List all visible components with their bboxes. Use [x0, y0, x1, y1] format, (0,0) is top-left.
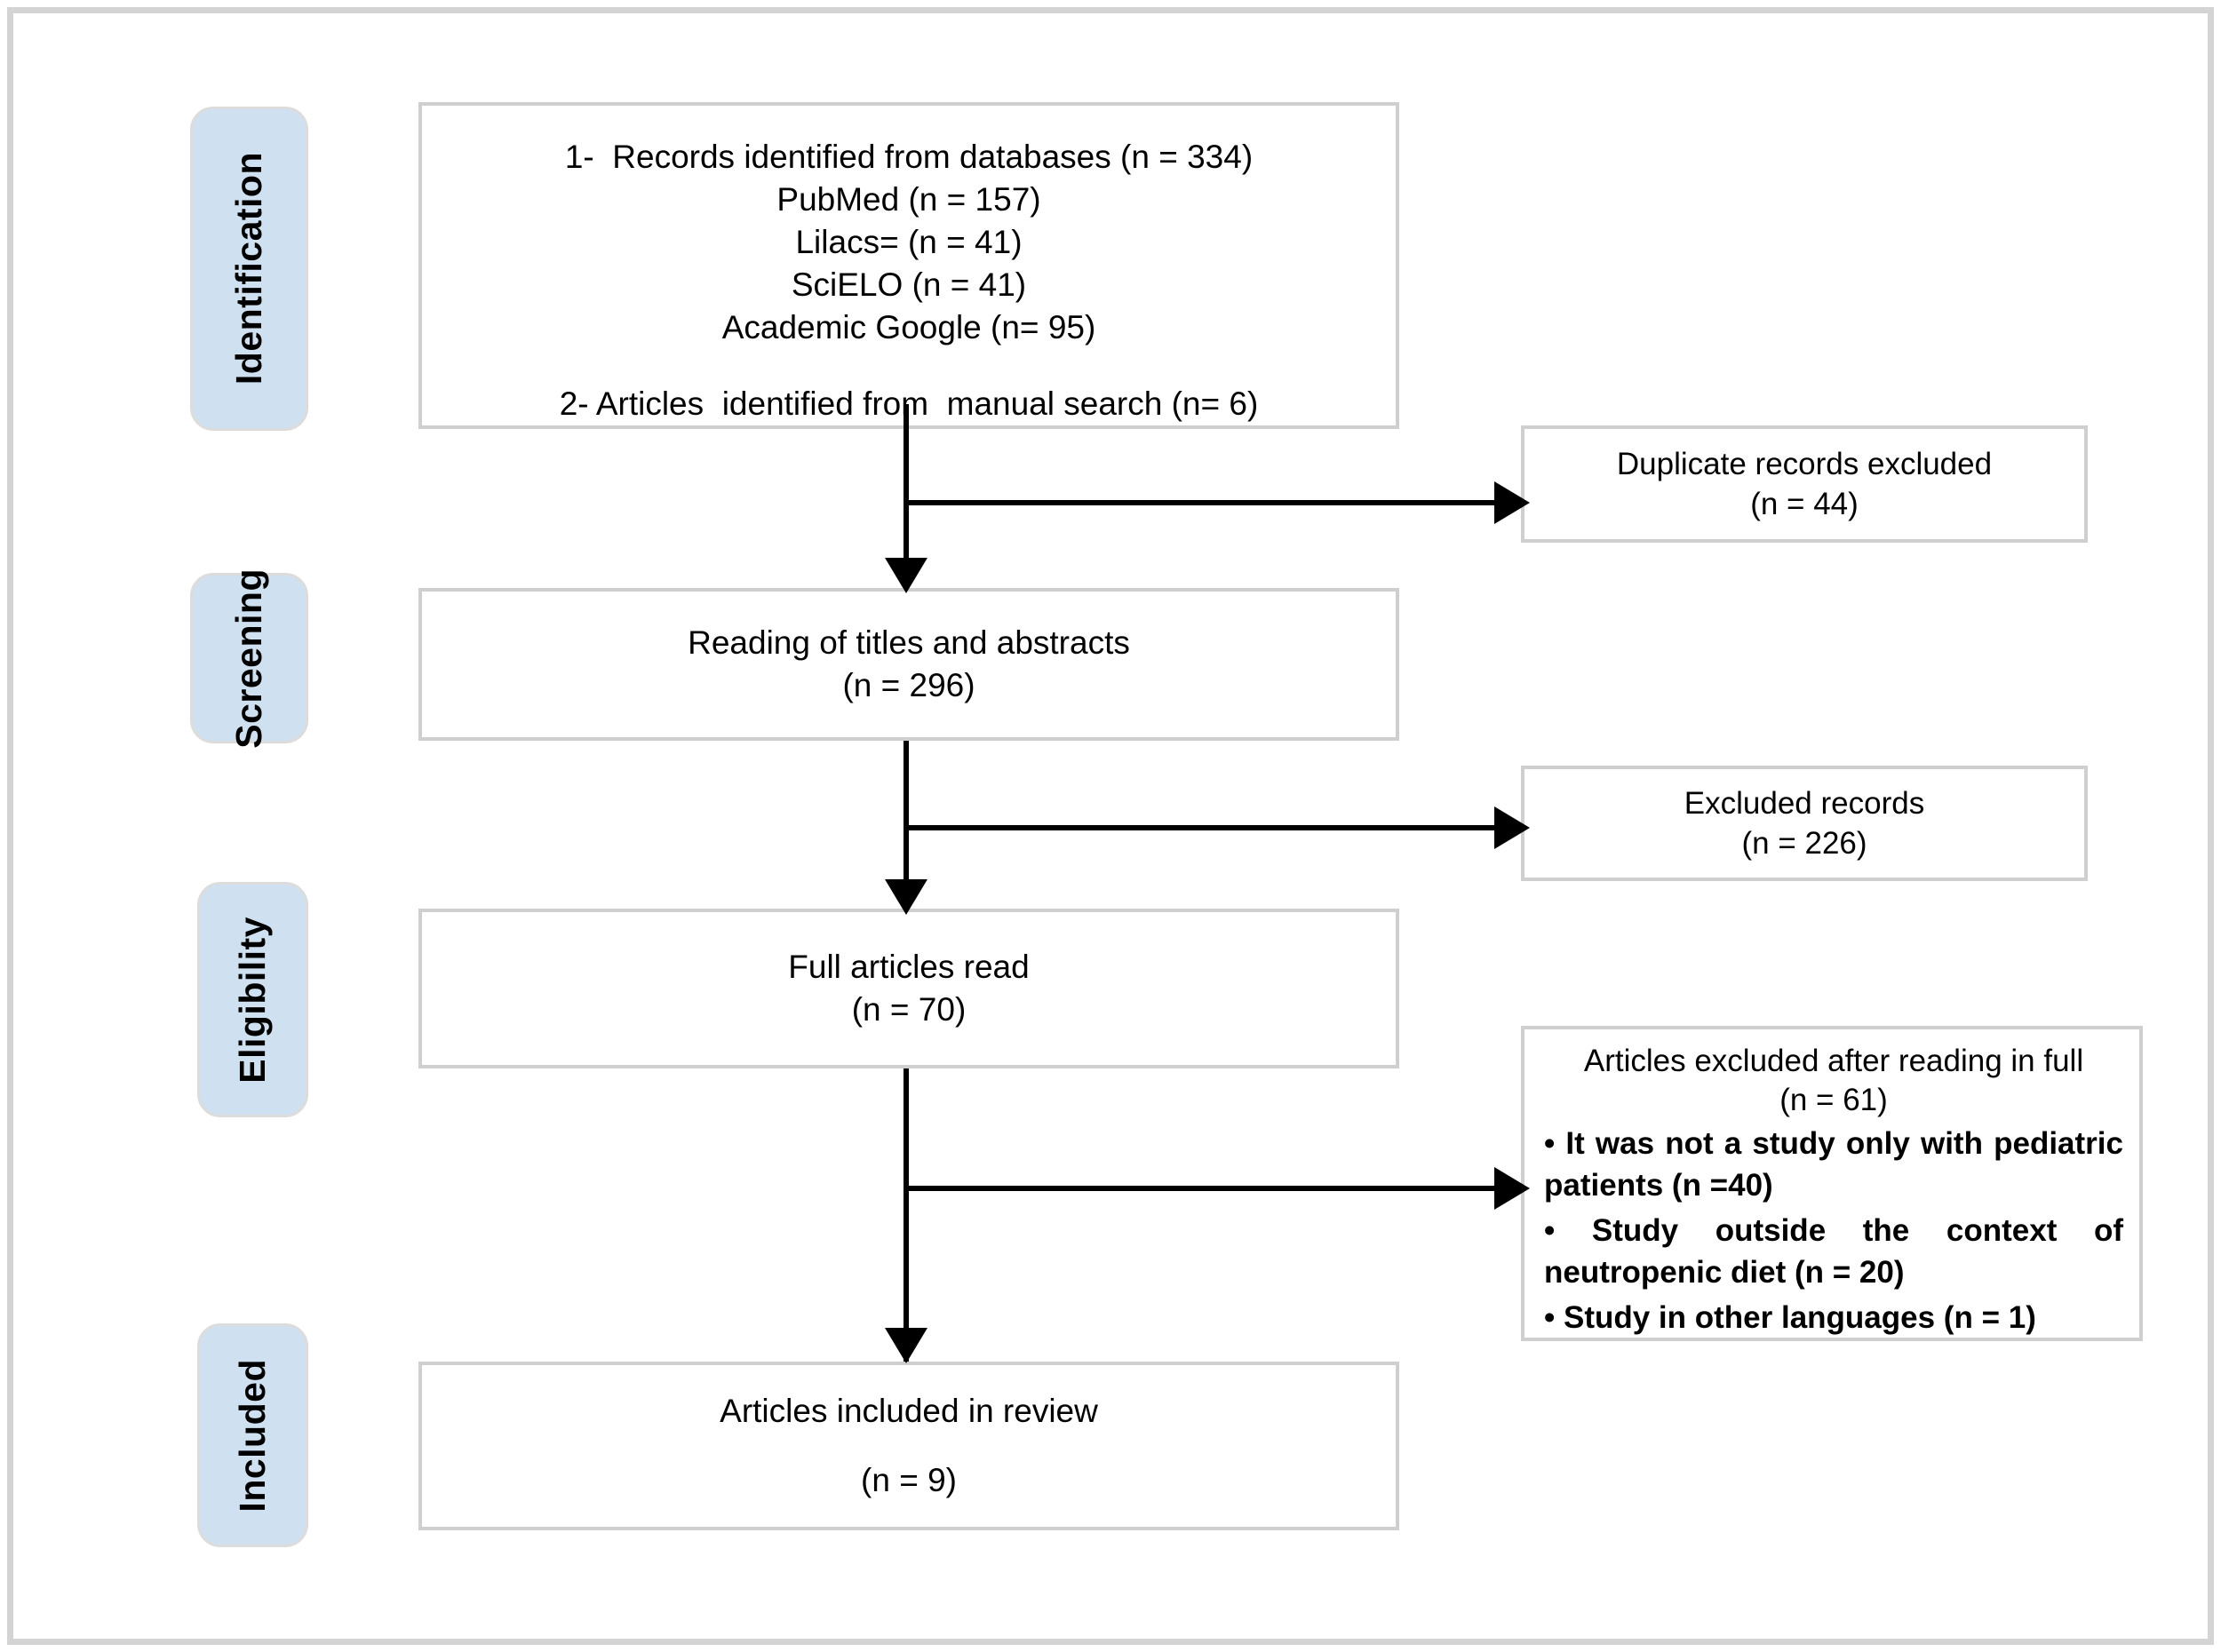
arrowhead-to-exclusion-detail	[1494, 1167, 1530, 1210]
connector-screening-to-eligibility	[904, 741, 909, 905]
arrowhead-eligibility-to-included	[885, 1328, 927, 1363]
included-box: Articles included in review (n = 9)	[418, 1362, 1399, 1530]
arrowhead-to-duplicates	[1494, 481, 1530, 524]
screening-line-1: Reading of titles and abstracts	[688, 623, 1130, 661]
stage-pill-identification: Identification	[190, 107, 308, 431]
screening-line-2: (n = 296)	[842, 667, 975, 703]
stage-pill-eligibility: Eligibility	[197, 882, 308, 1117]
stage-label-eligibility: Eligibility	[232, 916, 273, 1084]
stage-pill-included: Included	[197, 1323, 308, 1547]
arrowhead-identification-to-screening	[885, 558, 927, 593]
exclusion-detail-bullet-1: • It was not a study only with pediatric…	[1544, 1126, 2123, 1203]
arrowhead-to-excluded-records	[1494, 806, 1530, 849]
identification-line-3: Lilacs= (n = 41)	[795, 224, 1023, 261]
duplicate-records-excluded-box: Duplicate records excluded (n = 44)	[1521, 425, 2088, 543]
included-line-2: (n = 9)	[861, 1462, 957, 1498]
connector-identification-to-screening	[904, 404, 909, 564]
identification-line-2: PubMed (n = 157)	[776, 181, 1041, 218]
eligibility-box: Full articles read (n = 70)	[418, 909, 1399, 1068]
duplicates-line-2: (n = 44)	[1750, 487, 1859, 521]
exclusion-detail-bullet-3: • Study in other languages (n = 1)	[1544, 1299, 2036, 1335]
excluded-records-line-1: Excluded records	[1684, 785, 1925, 821]
connector-eligibility-to-included	[904, 1068, 909, 1362]
stage-label-identification: Identification	[228, 152, 269, 385]
exclusion-detail-bullet-2: • Study outside the context of neutropen…	[1544, 1212, 2123, 1290]
identification-line-4: SciELO (n = 41)	[791, 266, 1027, 304]
eligibility-line-2: (n = 70)	[851, 991, 967, 1028]
duplicates-line-1: Duplicate records excluded	[1616, 446, 1993, 481]
exclusion-detail-header-line-1: Articles excluded after reading in full	[1583, 1044, 2084, 1078]
arrowhead-screening-to-eligibility	[885, 879, 927, 915]
excluded-records-box: Excluded records (n = 226)	[1521, 766, 2088, 881]
excluded-records-line-2: (n = 226)	[1741, 826, 1867, 861]
identification-line-5: Academic Google (n= 95)	[721, 309, 1096, 346]
stage-pill-screening: Screening	[190, 568, 308, 748]
exclusion-detail-header-line-2: (n = 61)	[1779, 1083, 1888, 1118]
identification-box: 1- Records identified from databases (n …	[418, 102, 1399, 429]
eligibility-line-1: Full articles read	[788, 948, 1030, 985]
stage-label-screening: Screening	[228, 568, 269, 749]
stage-label-included: Included	[232, 1358, 273, 1513]
identification-manual-search-line: 2- Articles identified from manual searc…	[559, 385, 1259, 422]
connector-to-excluded-records	[904, 825, 1506, 830]
connector-to-duplicates	[904, 500, 1506, 505]
articles-excluded-detail-box: Articles excluded after reading in full …	[1521, 1026, 2143, 1341]
included-line-1: Articles included in review	[720, 1392, 1098, 1429]
connector-to-exclusion-detail	[904, 1186, 1506, 1191]
identification-line-1: 1- Records identified from databases (n …	[564, 139, 1254, 175]
screening-box: Reading of titles and abstracts (n = 296…	[418, 588, 1399, 741]
